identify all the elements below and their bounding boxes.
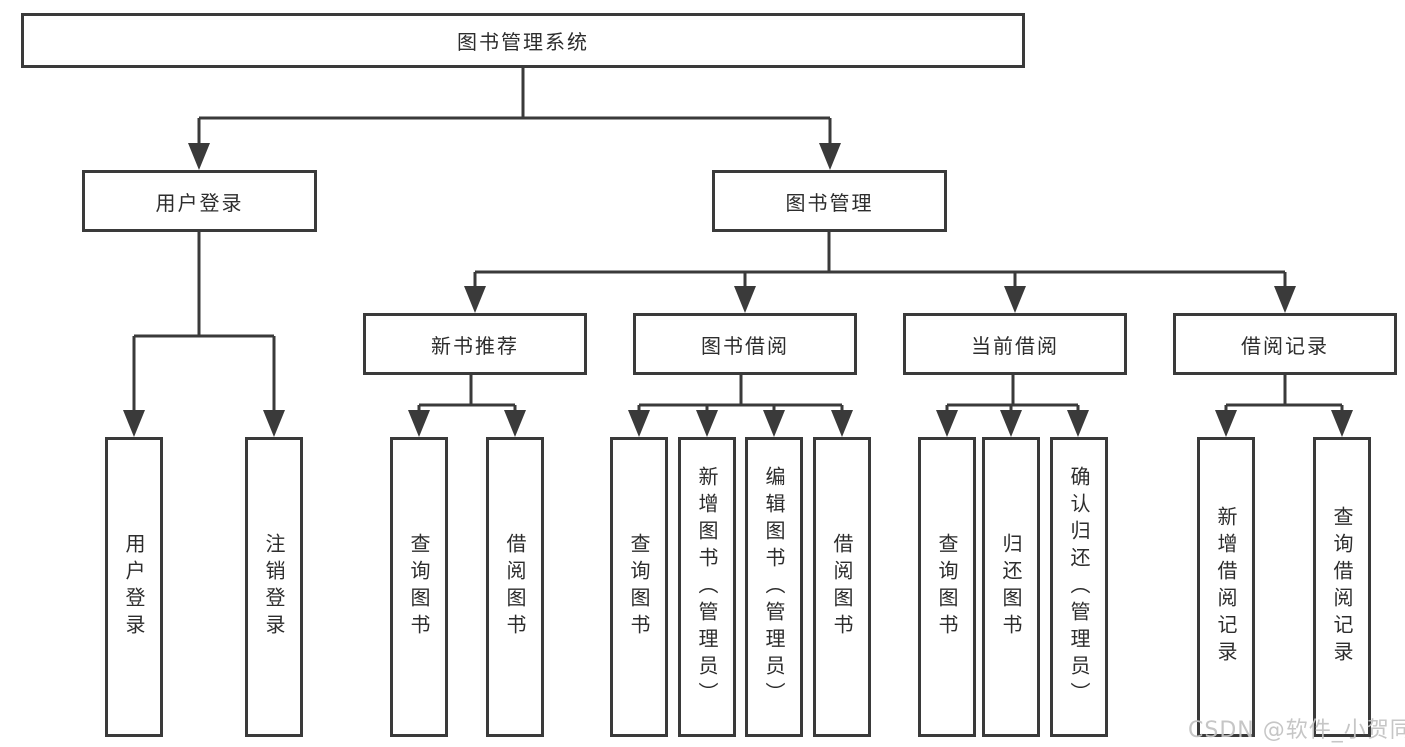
node-current-borrow: 当前借阅	[903, 313, 1127, 375]
node-new-book-recommend: 新书推荐	[363, 313, 587, 375]
leaf-borrow-add-books-admin: 新增图书（管理员）	[678, 437, 736, 737]
csdn-watermark: CSDN @软件_小贺同学	[1188, 718, 1405, 743]
leaf-borrow-edit-books-admin: 编辑图书（管理员）	[745, 437, 803, 737]
node-user-login: 用户登录	[82, 170, 317, 232]
node-book-borrow: 图书借阅	[633, 313, 857, 375]
leaf-logout: 注销登录	[245, 437, 303, 737]
leaf-records-query-borrow-record: 查询借阅记录	[1313, 437, 1371, 737]
leaf-newbook-query-books: 查询图书	[390, 437, 448, 737]
node-root-system: 图书管理系统	[21, 13, 1025, 68]
node-book-management: 图书管理	[712, 170, 947, 232]
leaf-current-query-books: 查询图书	[918, 437, 976, 737]
leaf-records-add-borrow-record: 新增借阅记录	[1197, 437, 1255, 737]
leaf-user-login: 用户登录	[105, 437, 163, 737]
node-borrow-records: 借阅记录	[1173, 313, 1397, 375]
leaf-borrow-borrow-books: 借阅图书	[813, 437, 871, 737]
leaf-newbook-borrow-books: 借阅图书	[486, 437, 544, 737]
leaf-current-return-books: 归还图书	[982, 437, 1040, 737]
leaf-borrow-query-books: 查询图书	[610, 437, 668, 737]
leaf-current-confirm-return-admin: 确认归还（管理员）	[1050, 437, 1108, 737]
